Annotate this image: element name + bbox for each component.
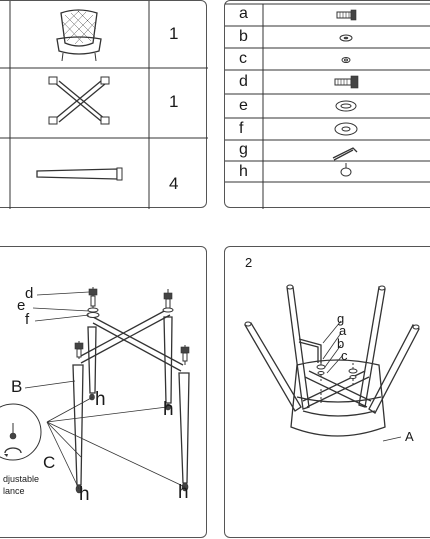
- allen-key-icon: [332, 147, 358, 161]
- hardware-letter-h: h: [239, 163, 248, 180]
- leg-up-4: [368, 324, 420, 414]
- step1-label-B: B: [11, 377, 23, 396]
- leg-icon: [36, 167, 123, 181]
- step1-label-C: C: [43, 453, 56, 472]
- step2-panel: 2 g a b c A: [224, 246, 430, 538]
- leg-base-icon: [48, 76, 110, 125]
- step1-label-d: d: [25, 285, 34, 302]
- step2-label-A: A: [405, 429, 414, 444]
- hardware-letter-c: c: [239, 50, 247, 67]
- bolt-short-icon: [336, 9, 357, 21]
- step1-panel: d e f B C h h h h djustable lance: [0, 246, 207, 538]
- adjustable-detail: [0, 403, 42, 461]
- step1-label-h-3: h: [79, 484, 90, 505]
- step1-adjustable-text: djustable: [3, 474, 40, 484]
- bolt-d-front-left: [74, 341, 84, 359]
- leg-up-2: [286, 284, 310, 410]
- parts-qty-3: 4: [169, 174, 179, 193]
- hardware-letter-d: d: [239, 73, 248, 90]
- step1-label-h-4: h: [178, 482, 189, 503]
- flat-washer-icon: [334, 122, 358, 136]
- step2-illustration: [244, 284, 420, 442]
- leg-front-right: [178, 372, 190, 492]
- bolts-step2: [316, 355, 358, 405]
- hardware-table-panel: a b c d e f g h: [224, 0, 430, 209]
- parts-table-grid: [0, 1, 208, 209]
- foot-glide-icon: [340, 163, 352, 177]
- hardware-letter-e: e: [239, 97, 248, 114]
- step1-balance-text: lance: [3, 486, 25, 496]
- step2-label-g: g: [337, 311, 345, 326]
- bolt-d-front-right: [180, 345, 190, 365]
- leg-up-1: [244, 321, 302, 412]
- step1-label-f: f: [25, 311, 30, 328]
- spring-washer-icon: [339, 34, 353, 42]
- bolt-d-left: [86, 287, 100, 318]
- spring-washer-large-icon: [335, 100, 357, 112]
- step1-illustration: [0, 287, 190, 494]
- step2-number: 2: [245, 255, 253, 270]
- step2-label-c: c: [341, 348, 348, 363]
- hardware-letter-a: a: [239, 5, 248, 22]
- seat-inverted: [290, 359, 386, 437]
- step1-label-h-1: h: [95, 389, 106, 410]
- hardware-letter-f: f: [239, 120, 244, 137]
- step2-label-a: a: [339, 323, 347, 338]
- step1-label-h-2: h: [163, 399, 174, 420]
- step1-label-e: e: [17, 297, 26, 314]
- step2-label-b: b: [337, 336, 345, 351]
- bolt-long-icon: [334, 75, 359, 89]
- bolt-d-right: [162, 289, 174, 313]
- parts-qty-2: 1: [169, 92, 179, 111]
- hardware-letter-g: g: [239, 141, 248, 158]
- small-washer-icon: [341, 57, 351, 63]
- hardware-table-grid: [225, 3, 430, 209]
- leg-front-left: [72, 364, 84, 494]
- leg-base-cross: [78, 308, 184, 372]
- hardware-letter-b: b: [239, 28, 248, 45]
- parts-qty-1: 1: [169, 24, 179, 43]
- seat-icon: [56, 9, 102, 62]
- leg-up-3: [358, 285, 386, 408]
- parts-table-panel: 1 1 4: [0, 0, 208, 209]
